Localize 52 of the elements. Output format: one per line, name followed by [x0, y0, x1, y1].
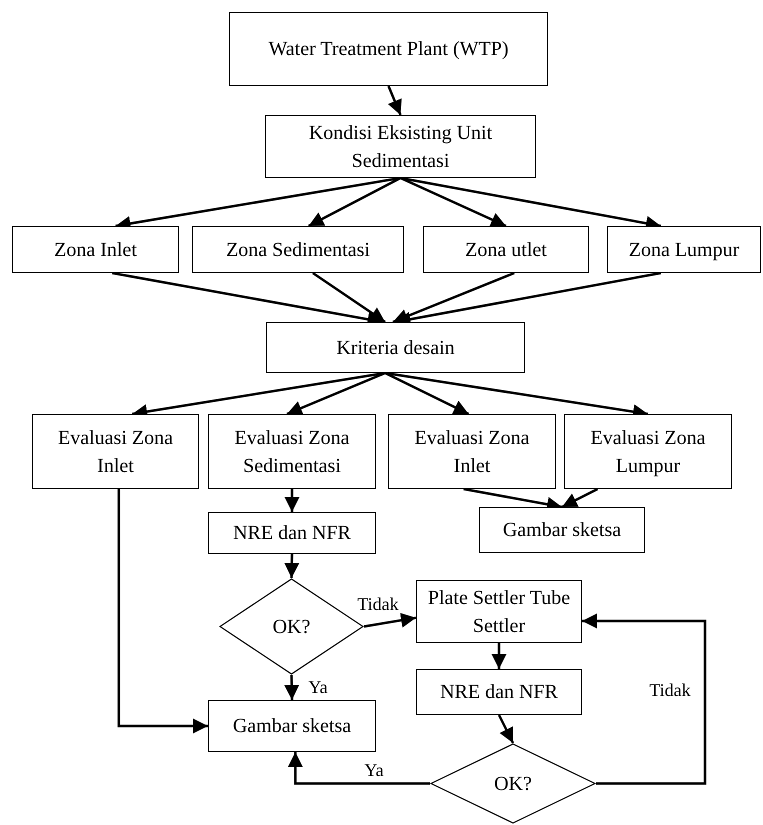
decision-diamond	[430, 743, 596, 824]
node-text: Zona utlet	[464, 238, 548, 262]
node-text: Kondisi Eksisting Unit Sedimentasi	[308, 120, 494, 174]
arrow	[561, 488, 598, 508]
process-box	[388, 414, 556, 489]
node-text: OK?	[493, 772, 533, 796]
node-text: Zona Lumpur	[628, 238, 740, 262]
node-text: Gambar sketsa	[232, 714, 352, 739]
process-box	[266, 322, 525, 373]
process-box	[32, 414, 199, 489]
arrow	[392, 272, 515, 324]
process-box	[416, 580, 582, 643]
arrow	[498, 714, 514, 744]
process-box	[229, 12, 548, 86]
arrow	[582, 613, 706, 785]
node-text: OK?	[272, 614, 312, 640]
node-text: Water Treatment Plant (WTP)	[267, 37, 510, 62]
process-box	[607, 226, 761, 273]
process-box	[416, 669, 582, 715]
process-box	[208, 414, 376, 489]
arrow	[288, 752, 430, 785]
node-text: NRE dan NFR	[232, 521, 352, 546]
process-box	[12, 226, 179, 273]
process-box	[479, 507, 645, 553]
arrow	[384, 372, 470, 416]
process-box	[208, 512, 376, 554]
process-box	[192, 226, 404, 273]
process-box	[564, 414, 732, 489]
node-text: Evaluasi Zona Inlet	[414, 426, 530, 478]
arrow	[387, 86, 402, 116]
process-box	[423, 226, 589, 273]
arrow	[492, 643, 506, 669]
node-text: Gambar sketsa	[502, 518, 622, 543]
node-text: Evaluasi Zona Sedimentasi	[234, 426, 350, 478]
arrow	[400, 176, 507, 228]
node-text: Plate Settler Tube Settler	[426, 586, 572, 638]
arrow	[284, 554, 300, 578]
node-text: Evaluasi Zona Inlet	[57, 426, 174, 478]
node-text: Kriteria desain	[335, 336, 456, 360]
arrow	[364, 612, 416, 628]
arrow	[284, 489, 300, 512]
arrow	[284, 674, 300, 700]
arrow	[312, 272, 386, 324]
node-text: Evaluasi Zona Lumpur	[590, 426, 706, 478]
node-text: Zona Sedimentasi	[225, 238, 371, 262]
process-box	[265, 115, 536, 178]
arrow	[286, 372, 386, 416]
process-box	[208, 700, 376, 752]
node-text: Zona Inlet	[53, 238, 138, 262]
arrow	[118, 489, 208, 734]
node-text: NRE dan NFR	[439, 680, 559, 705]
arrow	[308, 176, 402, 228]
